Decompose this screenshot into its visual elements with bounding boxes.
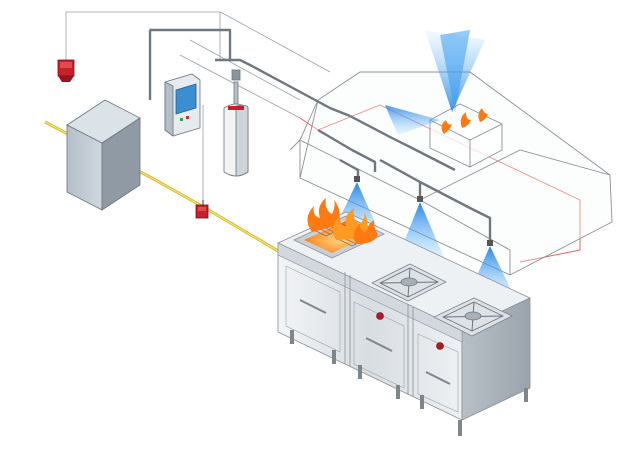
manual-pull-station <box>57 59 75 82</box>
agent-pipe-network <box>148 28 492 240</box>
electrical-cabinet <box>66 99 141 211</box>
duct-spray <box>385 30 485 135</box>
fryer-flames <box>307 198 378 244</box>
gas-shutoff-valve <box>195 200 209 219</box>
gas-burner-2 <box>433 297 513 337</box>
wiring-lines <box>65 11 331 210</box>
control-panel <box>164 73 201 137</box>
detection-line <box>299 104 581 263</box>
exhaust-hood <box>289 71 613 276</box>
agent-cylinder <box>223 69 249 177</box>
fryer-on-fire <box>293 198 385 259</box>
gas-burner-1 <box>371 263 447 302</box>
duct-flames <box>441 108 488 134</box>
